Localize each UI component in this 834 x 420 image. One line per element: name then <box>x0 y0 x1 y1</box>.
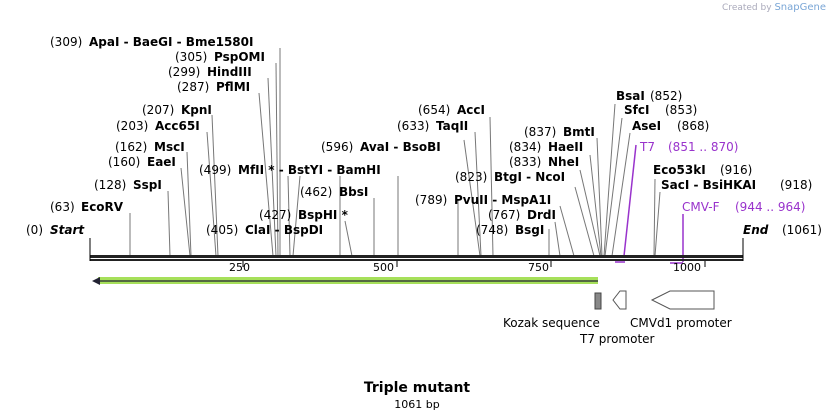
site-name: SfcI <box>624 103 649 117</box>
site-pos: (162) <box>115 140 147 154</box>
site-name: AseI <box>632 119 661 133</box>
site-labels: (309) ApaI - BaeGI - Bme1580I (305) PspO… <box>50 35 812 237</box>
site-pos: (789) <box>415 193 447 207</box>
primer-range-cmvf: (944 .. 964) <box>735 200 805 214</box>
primer-name-cmvf: CMV-F <box>682 200 720 214</box>
site-name: DrdI <box>527 208 556 222</box>
map-title: Triple mutant <box>363 380 471 396</box>
site-name: SspI <box>133 178 162 192</box>
site-name: SacI - BsiHKAI <box>661 178 756 192</box>
backbone-bottom <box>90 259 743 261</box>
site-pos: (833) <box>509 155 541 169</box>
site-name: BsaI <box>616 89 645 103</box>
site-pos: (748) <box>476 223 508 237</box>
site-pos: (405) <box>206 223 238 237</box>
site-name: Acc65I <box>155 119 200 133</box>
ruler: 250 500 750 1000 <box>229 261 706 274</box>
site-pos: (654) <box>418 103 450 117</box>
site-name: BbsI <box>339 185 368 199</box>
site-pos: (852) <box>650 89 682 103</box>
site-pos: (868) <box>677 119 709 133</box>
site-name: PflMI <box>216 80 250 94</box>
primer-name-t7: T7 <box>639 140 655 154</box>
site-pos: (918) <box>780 178 812 192</box>
credit-prefix: Created by <box>722 3 772 13</box>
orf-arrow <box>92 277 598 285</box>
site-name: TaqII <box>436 119 468 133</box>
site-pos: (160) <box>108 155 140 169</box>
site-pos: (633) <box>397 119 429 133</box>
snapgene-logo: SnapGene <box>774 2 826 13</box>
kozak-box <box>594 292 602 310</box>
site-name: NheI <box>548 155 579 169</box>
snapgene-credit: Created by SnapGene <box>722 2 826 13</box>
site-pos: (287) <box>177 80 209 94</box>
site-name: ApaI - BaeGI - Bme1580I <box>89 35 253 49</box>
site-name: EaeI <box>147 155 176 169</box>
site-pos: (499) <box>199 163 231 177</box>
tick-label-750: 750 <box>528 261 549 274</box>
site-pos: (203) <box>116 119 148 133</box>
site-name: HindIII <box>207 65 252 79</box>
site-pos: (299) <box>168 65 200 79</box>
site-pos: (767) <box>488 208 520 222</box>
site-name: PspOMI <box>214 50 265 64</box>
tick-label-250: 250 <box>229 261 250 274</box>
site-pos: (462) <box>300 185 332 199</box>
site-pos: (427) <box>259 208 291 222</box>
site-pos: (63) <box>50 200 75 214</box>
primer-markers <box>615 144 684 264</box>
site-name: AccI <box>457 103 485 117</box>
start-label: Start <box>50 223 85 237</box>
cmv-promoter-label: CMVd1 promoter <box>630 316 732 330</box>
site-name: MfII * - BstYI - BamHI <box>238 163 381 177</box>
site-name: BmtI <box>563 125 595 139</box>
start-pos: (0) <box>26 223 43 237</box>
sequence-length: 1061 bp <box>394 398 440 411</box>
site-name: Eco53kI <box>653 163 706 177</box>
site-pos: (837) <box>524 125 556 139</box>
leader-lines <box>129 48 661 257</box>
site-pos: (596) <box>321 140 353 154</box>
site-name: PvuII - MspA1I <box>454 193 551 207</box>
site-pos: (853) <box>665 103 697 117</box>
site-pos: (207) <box>142 103 174 117</box>
site-name: BspHI * <box>298 208 349 222</box>
tick-label-1000: 1000 <box>673 261 701 274</box>
site-name: EcoRV <box>81 200 124 214</box>
site-name: MscI <box>154 140 185 154</box>
site-pos: (823) <box>455 170 487 184</box>
site-pos: (309) <box>50 35 82 49</box>
site-name: HaeII <box>548 140 583 154</box>
site-pos: (128) <box>94 178 126 192</box>
site-pos: (916) <box>720 163 752 177</box>
site-pos: (305) <box>175 50 207 64</box>
site-name: BtgI - NcoI <box>494 170 565 184</box>
kozak-label: Kozak sequence <box>503 316 600 330</box>
site-name: ClaI - BspDI <box>245 223 323 237</box>
backbone-top <box>90 255 743 258</box>
end-pos: (1061) <box>782 223 822 237</box>
site-pos: (834) <box>509 140 541 154</box>
t7-promoter-label: T7 promoter <box>579 332 655 346</box>
site-name: BsgI <box>515 223 544 237</box>
tick-label-500: 500 <box>373 261 394 274</box>
end-label: End <box>743 223 769 237</box>
t7-promoter-arrow <box>612 290 627 310</box>
primer-range-t7: (851 .. 870) <box>668 140 738 154</box>
site-name: AvaI - BsoBI <box>360 140 441 154</box>
cmv-promoter-arrow <box>650 290 715 310</box>
site-name: KpnI <box>181 103 212 117</box>
